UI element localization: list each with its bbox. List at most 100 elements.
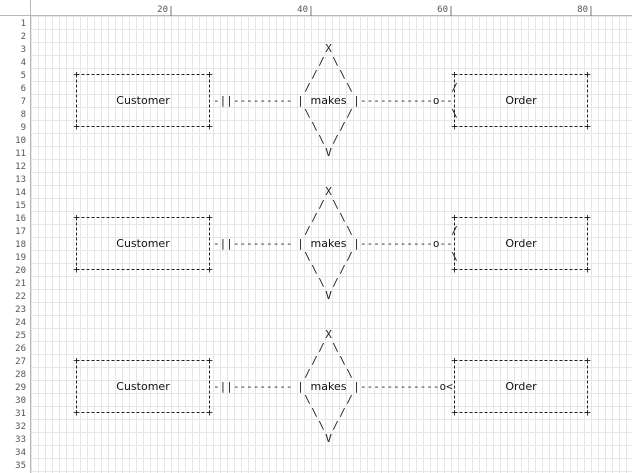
entity-box-right[interactable]: ++++Order xyxy=(451,68,591,133)
diamond-edge: \ xyxy=(304,107,311,120)
canvas-grid[interactable] xyxy=(31,16,632,473)
entity-box-right[interactable]: ++++Order xyxy=(451,354,591,419)
row-number: 19 xyxy=(15,253,26,263)
row-number: 15 xyxy=(15,201,26,211)
diamond-edge: / xyxy=(332,419,339,432)
relationship-label: makes xyxy=(311,94,347,107)
row-number: 12 xyxy=(15,162,26,172)
row-number: 29 xyxy=(15,383,26,393)
column-ruler xyxy=(0,0,632,16)
diamond-edge: / xyxy=(339,406,346,419)
diamond-edge: / xyxy=(346,250,353,263)
entity-box-left[interactable]: ++++Customer xyxy=(73,354,213,419)
entity-box-right[interactable]: ++++Order xyxy=(451,211,591,276)
relationship-diamond[interactable]: XV/\/\/\\/\/\/||makes xyxy=(297,42,360,159)
diamond-edge: \ xyxy=(311,263,318,276)
relationship-diamond[interactable]: XV/\/\/\\/\/\/||makes xyxy=(297,328,360,445)
row-number: 9 xyxy=(21,123,26,133)
box-corner: + xyxy=(206,406,213,419)
box-corner: + xyxy=(451,211,458,224)
diamond-edge: / xyxy=(311,211,318,224)
right-connector: ------------o< xyxy=(360,380,453,393)
box-corner: + xyxy=(451,406,458,419)
box-corner: + xyxy=(206,120,213,133)
row-number: 18 xyxy=(15,240,26,250)
diamond-edge: / xyxy=(304,224,311,237)
row-number: 13 xyxy=(15,175,26,185)
diamond-edge: | xyxy=(297,237,304,250)
row-number: 32 xyxy=(15,422,26,432)
entity-box-left[interactable]: + + + + Customer xyxy=(73,68,213,133)
diamond-edge: \ xyxy=(332,198,339,211)
box-corner: + xyxy=(206,354,213,367)
right-connector: -----------o-- xyxy=(360,237,453,250)
row-number: 1 xyxy=(21,19,26,29)
diamond-edge: \ xyxy=(346,224,353,237)
box-corner: + xyxy=(73,406,80,419)
row-number: 25 xyxy=(15,331,26,341)
relationship-label: makes xyxy=(311,237,347,250)
crowfoot-upper: / xyxy=(451,224,458,237)
diamond-edge: | xyxy=(297,94,304,107)
crowfoot-lower: \ xyxy=(451,107,458,120)
entity-label: Order xyxy=(505,237,537,250)
entity-label: Order xyxy=(505,380,537,393)
column-number: 60 xyxy=(437,5,448,15)
box-corner: + xyxy=(584,211,591,224)
row-number: 3 xyxy=(21,45,26,55)
row-number: 33 xyxy=(15,435,26,445)
diamond-bottom-marker: V xyxy=(325,146,332,159)
diamond-edge: / xyxy=(304,367,311,380)
column-number: 20 xyxy=(157,5,168,15)
diamond-edge: \ xyxy=(346,81,353,94)
row-number: 10 xyxy=(15,136,26,146)
diamond-edge: \ xyxy=(339,211,346,224)
row-number: 24 xyxy=(15,318,26,328)
row-number: 5 xyxy=(21,71,26,81)
diamond-edge: \ xyxy=(339,354,346,367)
crowfoot-upper: / xyxy=(451,81,458,94)
er-diagram-2: XV/\/\/\\/\/\/||makes++++Customer++++Ord… xyxy=(73,185,591,302)
diamond-edge: | xyxy=(353,380,360,393)
diamond-edge: / xyxy=(311,354,318,367)
box-corner: + xyxy=(206,211,213,224)
er-diagram-1: XV/\/\/\\/\/\/||makes++++Customer++++Ord… xyxy=(73,42,591,159)
box-corner: + xyxy=(73,263,80,276)
crowfoot-lower: \ xyxy=(451,250,458,263)
diamond-edge: / xyxy=(318,341,325,354)
row-number: 4 xyxy=(21,58,26,68)
column-number: 40 xyxy=(297,5,308,15)
diamond-top-marker: X xyxy=(325,42,332,55)
row-number: 26 xyxy=(15,344,26,354)
row-number: 2 xyxy=(21,32,26,42)
box-corner: + xyxy=(206,68,213,81)
box-corner: + xyxy=(73,68,80,81)
entity-label: Customer xyxy=(116,94,170,107)
diamond-edge: \ xyxy=(311,406,318,419)
box-corner: + xyxy=(584,406,591,419)
row-number: 35 xyxy=(15,461,26,471)
diamond-top-marker: X xyxy=(325,328,332,341)
diamond-edge: / xyxy=(311,68,318,81)
diamond-edge: \ xyxy=(339,68,346,81)
row-number: 21 xyxy=(15,279,26,289)
diamond-edge: \ xyxy=(332,341,339,354)
diamond-top-marker: X xyxy=(325,185,332,198)
relationship-diamond[interactable]: XV/\/\/\\/\/\/||makes xyxy=(297,185,360,302)
diamond-edge: \ xyxy=(346,367,353,380)
box-corner: + xyxy=(206,263,213,276)
diamond-edge: / xyxy=(318,55,325,68)
row-number: 28 xyxy=(15,370,26,380)
diamond-edge: | xyxy=(297,380,304,393)
row-number: 31 xyxy=(15,409,26,419)
box-corner: + xyxy=(451,120,458,133)
diamond-edge: / xyxy=(346,393,353,406)
row-number: 7 xyxy=(21,97,26,107)
entity-box-left[interactable]: ++++Customer xyxy=(73,211,213,276)
box-corner: + xyxy=(73,120,80,133)
diamond-edge: \ xyxy=(318,276,325,289)
relationship-label: makes xyxy=(311,380,347,393)
column-number: 80 xyxy=(577,5,588,15)
diamond-edge: / xyxy=(339,263,346,276)
